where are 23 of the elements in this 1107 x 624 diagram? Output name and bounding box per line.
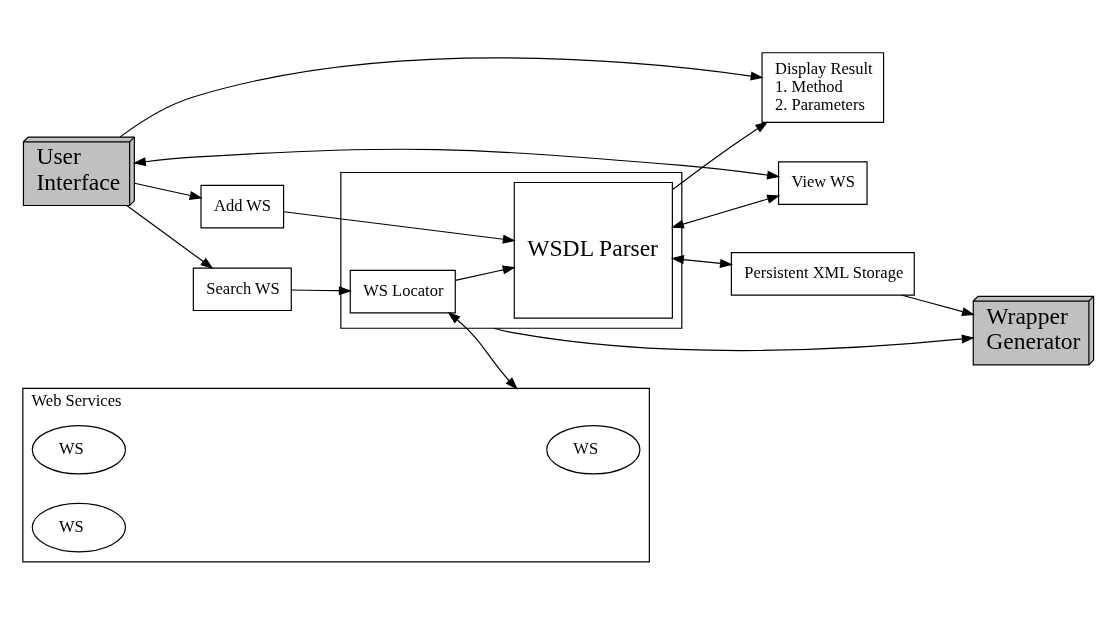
arrow: [901, 294, 975, 316]
node-box: Add WS: [200, 184, 285, 229]
arrow: [454, 265, 516, 281]
arrow: [290, 286, 352, 296]
arrow: [672, 121, 769, 191]
arrow: [132, 148, 781, 180]
arrow: [670, 255, 733, 268]
node-box: WSDL Parser: [513, 181, 673, 319]
arrow: [134, 182, 203, 200]
arrow: [119, 57, 764, 138]
arrow: [283, 211, 516, 244]
node-ellipse: WS: [546, 424, 641, 475]
node-box: Persistent XML Storage: [730, 252, 915, 296]
node-box: WS Locator: [349, 269, 456, 314]
node-ellipse: WS: [31, 424, 127, 475]
arrow: [670, 194, 781, 229]
node-box: Search WS: [192, 267, 292, 312]
node-ellipse: WS: [31, 502, 127, 553]
arrow: [493, 327, 975, 352]
arrow: [126, 205, 214, 270]
arrow: [447, 311, 518, 390]
node-box: View WS: [777, 161, 868, 205]
node-box: Display Result 1. Method 2. Parameters: [761, 52, 885, 123]
